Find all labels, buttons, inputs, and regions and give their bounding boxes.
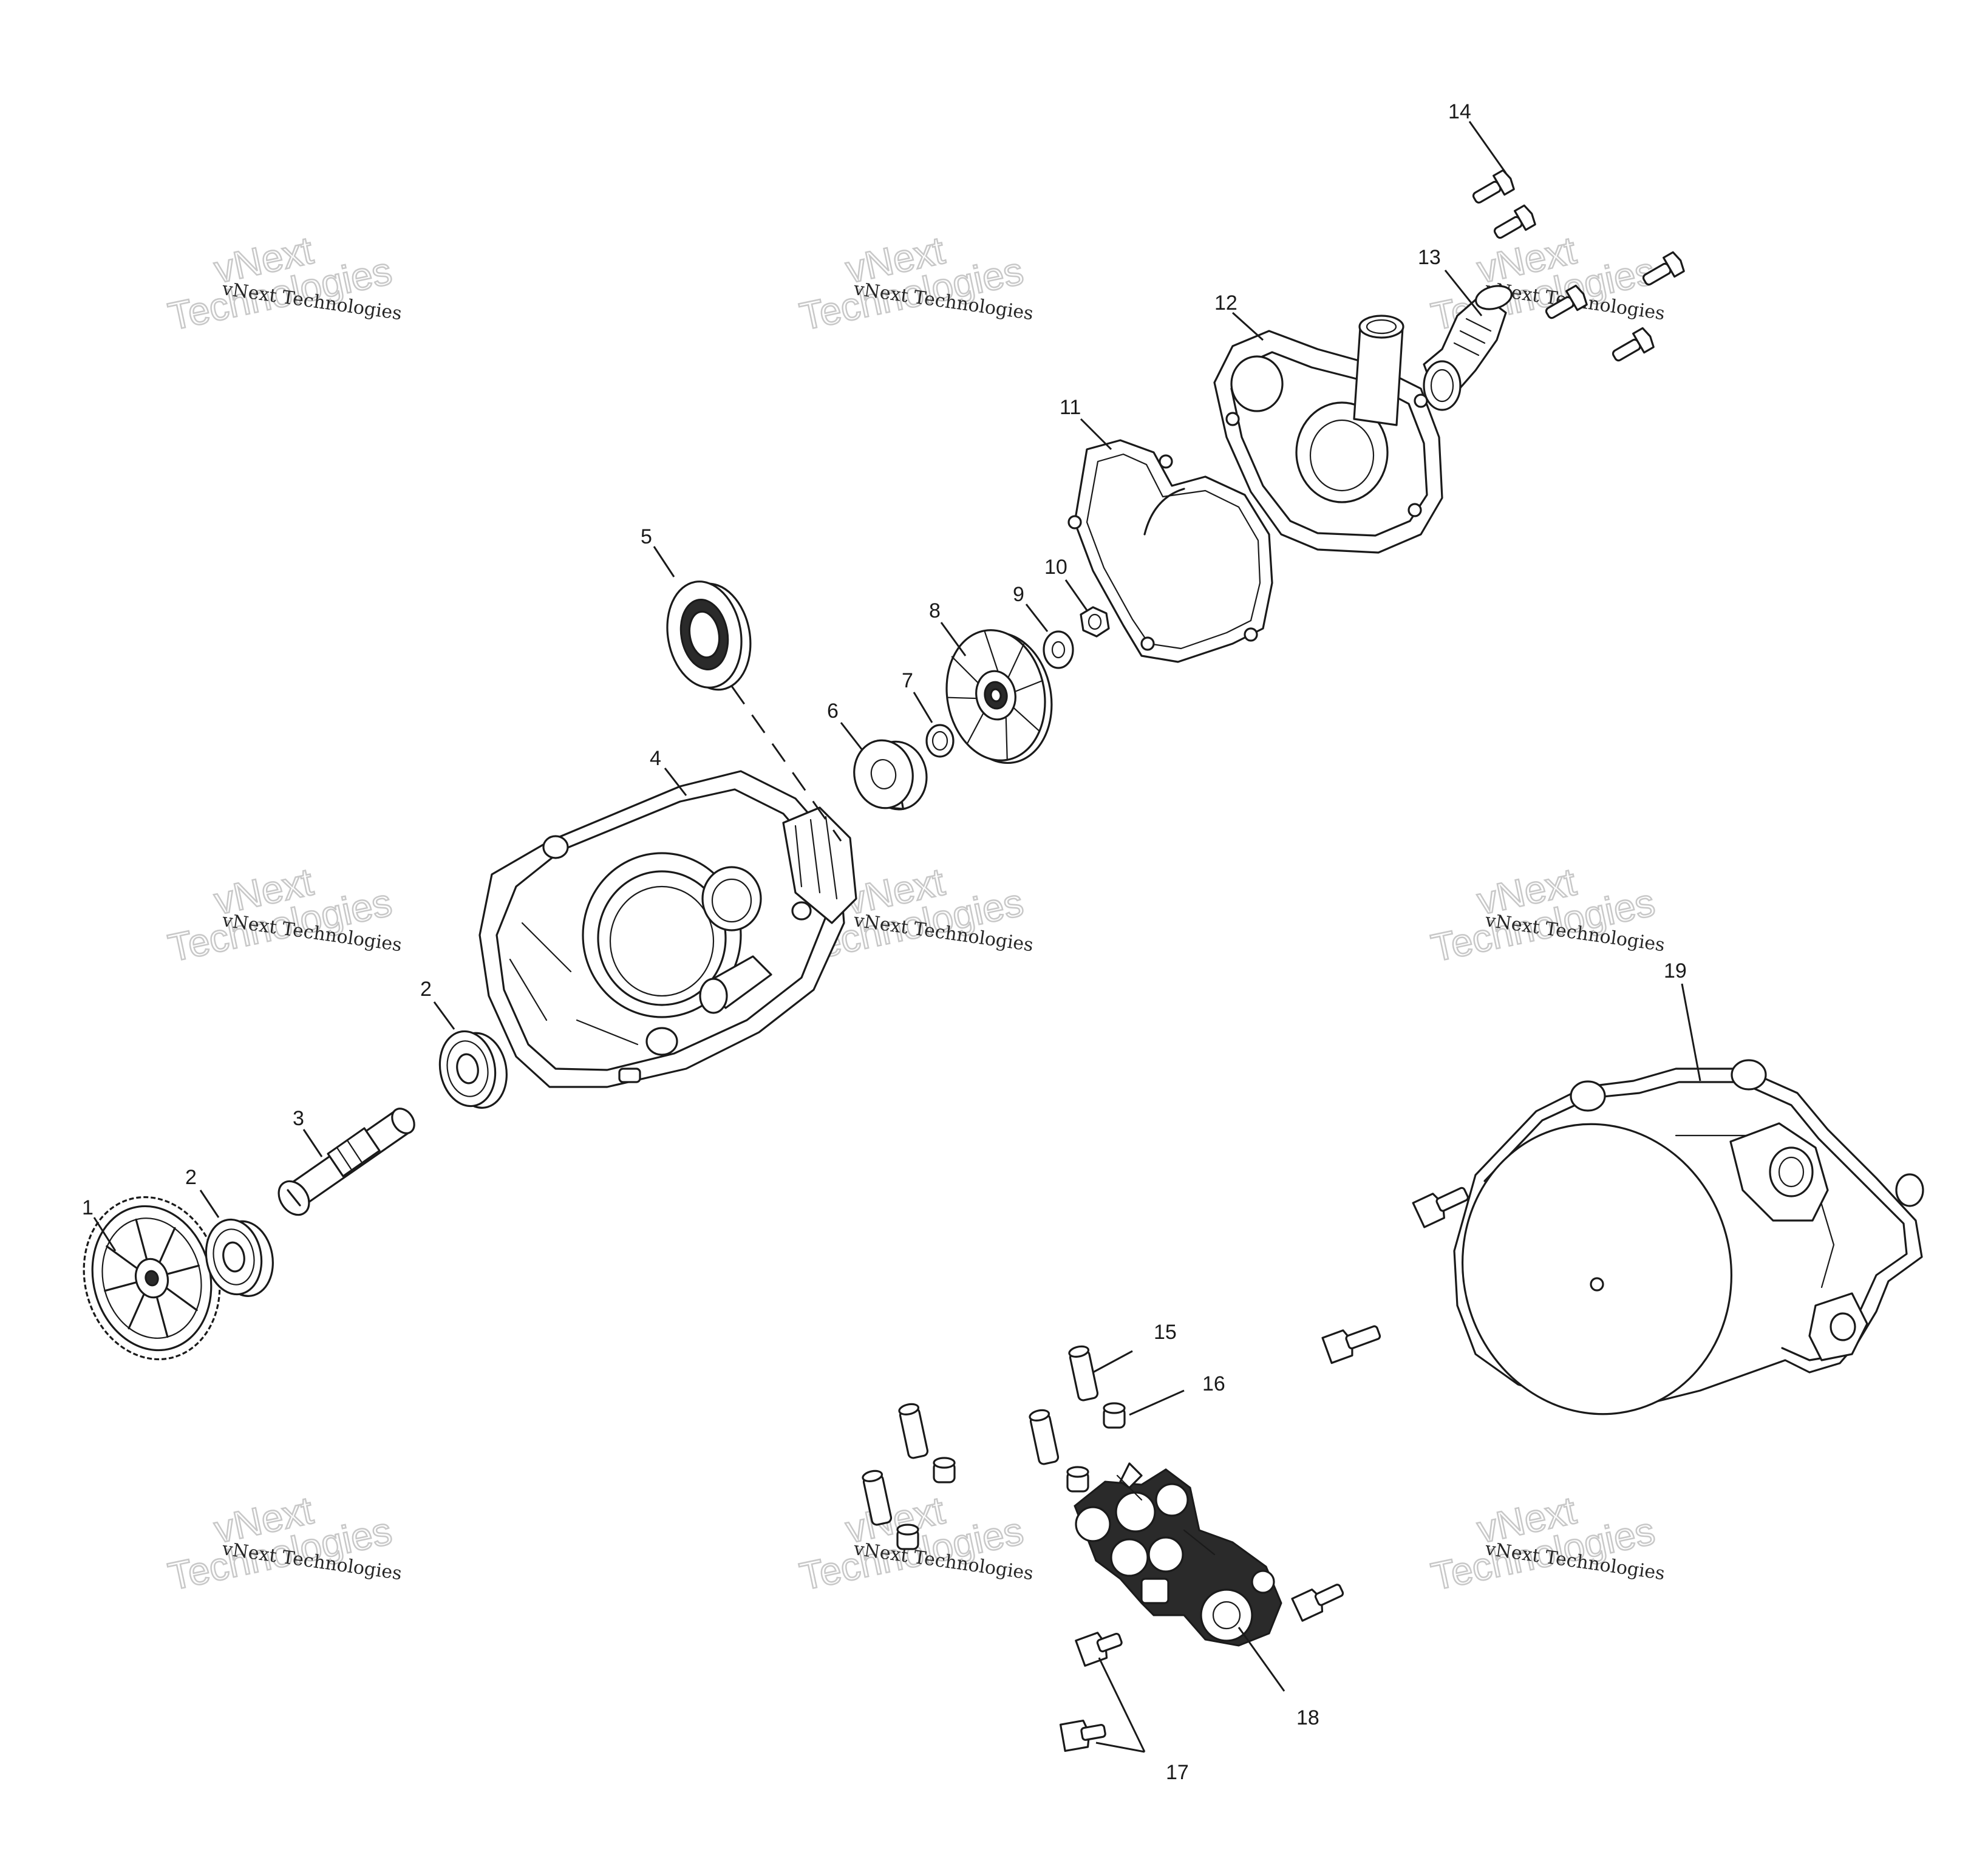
part-10-nut [1080,606,1110,638]
leader-15 [1092,1350,1133,1374]
ring-16c [1066,1466,1089,1493]
part-7-washer [925,724,955,758]
leader-4 [664,768,687,796]
part-19-bolt-upper [1412,1187,1469,1228]
leader-18 [1237,1627,1285,1692]
leader-17 [1095,1657,1146,1753]
callout-11: 11 [1060,396,1081,419]
part-4-pump-housing [478,770,857,1088]
watermark-mid-right: vNext Technologies [1427,859,1660,970]
callout-3: 3 [293,1107,304,1130]
part-8-impeller [945,629,1053,764]
watermark-top-left: vNext Technologies [164,227,397,339]
leader-6 [840,722,863,751]
part-2-bearing-upper [438,1030,508,1109]
watermark-bottom-right: vNext Technologies [1427,1487,1660,1599]
callout-18: 18 [1296,1706,1319,1729]
callout-16: 16 [1202,1372,1225,1395]
callout-19: 19 [1664,959,1687,982]
callout-2-upper: 2 [420,978,432,1001]
callout-9: 9 [1013,583,1024,606]
bolt-14c [1545,284,1588,319]
leader-3 [302,1129,323,1157]
callout-7: 7 [902,669,913,692]
callout-1: 1 [82,1196,94,1219]
bolt-14b [1493,204,1536,239]
callout-10: 10 [1044,556,1067,579]
leader-16 [1129,1389,1185,1416]
sleeve-15b [898,1403,929,1459]
leader-7 [913,692,933,723]
part-5-seal [666,581,752,691]
part-6-bushing [853,739,928,811]
leader-11 [1080,418,1112,451]
callout-17: 17 [1166,1761,1189,1784]
part-3-shaft [277,1108,415,1216]
bolt-14d [1642,251,1685,286]
sleeve-15c [1029,1409,1060,1465]
bolt-17a [1075,1632,1123,1667]
part-16-rings [896,1402,1126,1550]
leader-1 [93,1217,117,1251]
part-13-elbow-fitting [1423,285,1513,411]
leader-5 [653,546,675,577]
part-1-pulley [83,1196,221,1361]
callout-12: 12 [1214,291,1237,315]
leader-10 [1064,579,1088,611]
leader-12 [1231,312,1264,341]
bolt-14e [1612,327,1655,362]
callout-6: 6 [827,700,839,723]
callout-2-lower: 2 [185,1166,197,1189]
callout-14: 14 [1448,100,1471,123]
leader-13 [1444,270,1483,316]
leader-2b [433,1001,455,1030]
part-15-sleeves [862,1345,1099,1526]
callout-5: 5 [641,525,652,548]
sleeve-15d [862,1469,893,1526]
assembly-line-5-4 [730,686,842,842]
part-12-pump-cover [1213,315,1443,554]
leader-14 [1468,121,1507,174]
leader-9 [1025,604,1049,632]
sleeve-15a [1068,1345,1099,1401]
callout-13: 13 [1418,246,1441,269]
part-18-side-bolt [1291,1584,1344,1622]
callout-8: 8 [929,599,941,622]
ring-16b [933,1457,956,1483]
watermark-mid-left: vNext Technologies [164,859,397,970]
part-19-cover [1453,1059,1924,1415]
part-18-valve-body [1074,1462,1282,1647]
part-11-gasket [1067,439,1273,663]
callout-labels: 1 2 2 3 4 5 6 7 8 9 10 11 12 13 14 15 16… [82,100,1687,1784]
part-19-bolt-lower [1321,1325,1381,1364]
bolt-14a [1472,169,1515,204]
bolt-17b [1059,1719,1106,1752]
part-17-bolts [1059,1632,1123,1752]
callout-15: 15 [1154,1321,1177,1344]
watermark-top-center: vNext Technologies [795,227,1028,339]
leader-19 [1681,983,1701,1081]
leader-8 [940,622,967,656]
watermark-bottom-left: vNext Technologies [164,1487,397,1599]
part-14-bolts [1472,169,1685,362]
part-2-bearing-lower [205,1218,274,1297]
leader-lines [93,121,1701,1753]
callout-4: 4 [650,747,661,770]
part-9-washer [1043,630,1074,669]
leader-2a [199,1190,220,1218]
ring-16a [1103,1402,1126,1429]
ring-16d [896,1524,919,1550]
